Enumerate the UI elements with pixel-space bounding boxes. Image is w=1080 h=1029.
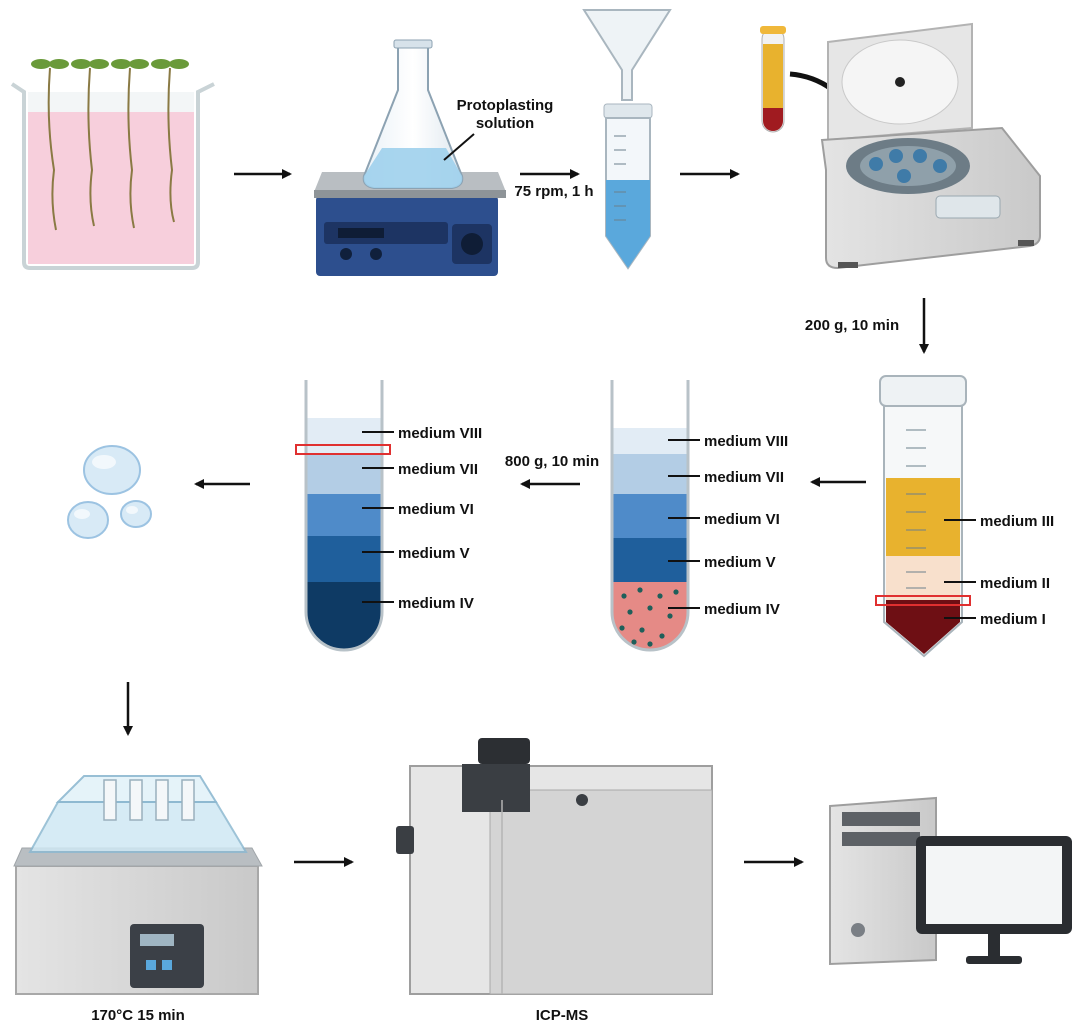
density-tube-1 — [875, 375, 971, 658]
medium-I-layer — [886, 600, 960, 654]
medium-II-layer — [886, 556, 960, 600]
medium-III-layer — [886, 478, 960, 556]
tube2-medium-VII-layer — [612, 454, 688, 494]
density-tube-2 — [610, 380, 690, 652]
water-bath-icon — [13, 775, 263, 995]
tube3-label-medium-VIII: medium VIII — [398, 425, 482, 442]
density-tube-3 — [295, 380, 391, 652]
flask-on-shaker-icon — [314, 39, 506, 276]
icp-ms-icon — [396, 738, 713, 995]
label-centrifuge1: 200 g, 10 min — [805, 317, 899, 334]
tube1-leaders — [944, 519, 976, 619]
tube2-leaders — [668, 439, 700, 609]
tube3-label-medium-VI: medium VI — [398, 501, 474, 518]
collection-highlight-box — [875, 595, 971, 606]
tube3-label-medium-IV: medium IV — [398, 595, 474, 612]
tube2-label-medium-VI: medium VI — [704, 511, 780, 528]
label-digestion: 170°C 15 min — [91, 1007, 185, 1024]
label-centrifuge2: 800 g, 10 min — [505, 453, 599, 470]
label-protoplasting-line1: Protoplasting — [457, 97, 554, 114]
label-protoplasting-line2: solution — [476, 115, 534, 132]
blood-tube-icon — [760, 26, 786, 133]
interphase-highlight-box — [295, 444, 391, 455]
label-instrument: ICP-MS — [536, 1007, 589, 1024]
tube3-leaders — [362, 431, 394, 603]
protoplast-icon — [67, 445, 152, 539]
centrifuge-icon — [820, 22, 1041, 270]
tube2-label-medium-VIII: medium VIII — [704, 433, 788, 450]
tube3-label-medium-VII: medium VII — [398, 461, 478, 478]
tube1-label-medium-III: medium III — [980, 513, 1054, 530]
protoplasting-leader-line — [443, 133, 475, 161]
tube2-label-medium-IV: medium IV — [704, 601, 780, 618]
tube3-medium-VIII-layer — [306, 418, 382, 454]
tube3-medium-V-layer — [306, 536, 382, 582]
tube2-label-medium-VII: medium VII — [704, 469, 784, 486]
funnel-tube-icon — [582, 9, 672, 270]
tube2-label-medium-V: medium V — [704, 554, 776, 571]
tube1-label-medium-II: medium II — [980, 575, 1050, 592]
seedlings-in-beaker-icon — [10, 59, 215, 270]
tube3-medium-VI-layer — [306, 494, 382, 536]
tube1-label-medium-I: medium I — [980, 611, 1046, 628]
tube3-medium-VII-layer — [306, 454, 382, 494]
tube2-medium-VI-layer — [612, 494, 688, 538]
tube3-label-medium-V: medium V — [398, 545, 470, 562]
computer-icon — [829, 796, 1072, 966]
label-shaking: 75 rpm, 1 h — [514, 183, 593, 200]
